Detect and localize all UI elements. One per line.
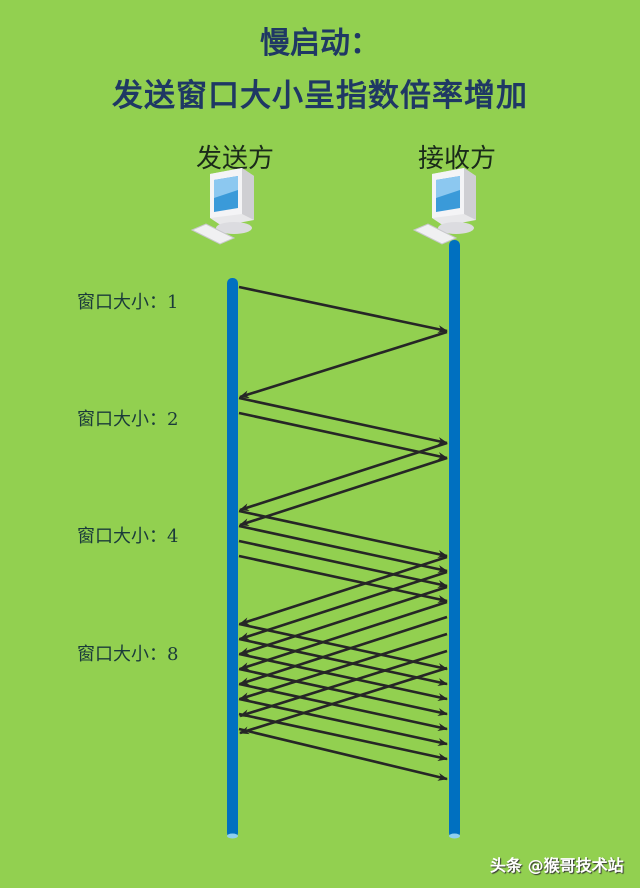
window-label-8: 窗口大小：8 [77, 644, 179, 665]
receiver-label: 接收方 [418, 144, 497, 174]
sender-label: 发送方 [196, 144, 275, 174]
arrows [238, 285, 448, 781]
title-line1: 慢启动： [260, 26, 380, 61]
window-label-2: 窗口大小：2 [77, 409, 179, 430]
window-label-1: 窗口大小：1 [77, 292, 179, 313]
receiver-computer-icon [413, 167, 477, 245]
watermark: 头条 @猴哥技术站 [490, 856, 624, 875]
window-label-4: 窗口大小：4 [77, 526, 179, 547]
sender-timeline [227, 278, 238, 838]
sender-computer-icon [191, 167, 255, 245]
title-line2: 发送窗口大小呈指数倍率增加 [112, 78, 528, 114]
receiver-timeline [449, 240, 460, 838]
